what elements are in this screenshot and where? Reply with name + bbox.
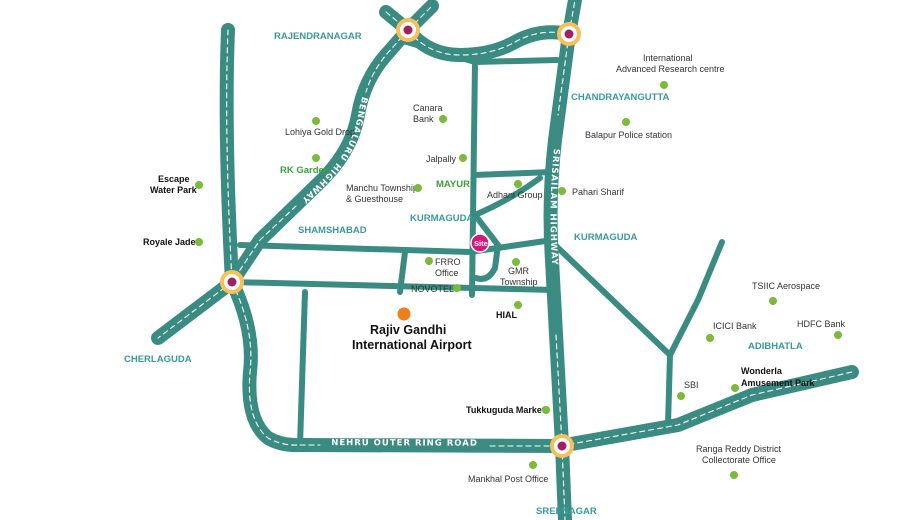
nehru-orr-label: NEHRU OUTER RING ROAD — [331, 438, 478, 449]
tsiic-road — [667, 239, 725, 358]
area-cherlaguda: CHERLAGUDA — [124, 354, 192, 365]
svg-text:Bank: Bank — [413, 114, 434, 124]
svg-text:HIAL: HIAL — [496, 310, 517, 320]
svg-text:Adhani Group: Adhani Group — [487, 190, 543, 200]
svg-text:Collectorate Office: Collectorate Office — [702, 455, 776, 465]
junction-orr-srisailam — [550, 434, 574, 458]
airport-west-road — [297, 289, 308, 448]
poi-sbi: SBI — [677, 380, 699, 400]
area-mayur: MAYUR — [436, 179, 470, 190]
svg-text:Lohiya Gold Drop: Lohiya Gold Drop — [285, 127, 355, 137]
airport-south-road — [229, 279, 558, 293]
site-marker: Site — [470, 233, 490, 253]
orr-west-curve — [225, 275, 307, 453]
svg-text:Canara: Canara — [413, 103, 443, 113]
poi-gmr-township: GMR Township — [500, 258, 538, 287]
poi-wonderla: Wonderla Amusement Park — [731, 366, 816, 392]
shamshabad-road — [237, 237, 555, 255]
poi-icici-bank: ICICI Bank — [706, 321, 757, 342]
poi-adhani-group: Adhani Group — [487, 180, 543, 200]
area-shamshabad: SHAMSHABAD — [298, 225, 367, 236]
svg-text:Escape: Escape — [158, 174, 190, 184]
airport-marker: Rajiv Gandhi International Airport — [352, 307, 473, 352]
area-rk-garden: RK Garden — [280, 165, 330, 176]
site-label: Site — [474, 239, 488, 248]
svg-text:Amusement Park: Amusement Park — [741, 378, 816, 388]
svg-text:HDFC Bank: HDFC Bank — [797, 319, 846, 329]
svg-text:TSIIC Aerospace: TSIIC Aerospace — [752, 281, 820, 291]
svg-text:Pahari Sharif: Pahari Sharif — [572, 187, 625, 197]
poi-royale-jade: Royale Jade — [143, 237, 203, 247]
poi-iarc: International Advanced Research centre — [616, 53, 725, 89]
svg-text:International: International — [643, 53, 693, 63]
poi-canara-bank: Canara Bank — [413, 103, 447, 124]
svg-text:Tukkuguda Market: Tukkuguda Market — [466, 405, 545, 415]
poi-tsiic-aerospace: TSIIC Aerospace — [752, 281, 820, 305]
svg-text:Balapur Police station: Balapur Police station — [585, 130, 672, 140]
poi-ranga-reddy-collectorate: Ranga Reddy District Collectorate Office — [696, 444, 782, 479]
airport-label-line1: Rajiv Gandhi — [370, 323, 446, 337]
frro-road — [397, 249, 408, 295]
svg-text:GMR: GMR — [508, 266, 529, 276]
svg-text:Jalpally: Jalpally — [426, 154, 457, 164]
junction-rajendranagar — [396, 18, 420, 42]
area-sreenagar: SREENAGAR — [536, 506, 597, 517]
kurmaguda-adibhatla-road — [552, 242, 673, 428]
area-kurmaguda-east: KURMAGUDA — [574, 232, 637, 243]
junction-markers — [220, 18, 581, 458]
svg-text:Township: Township — [500, 277, 538, 287]
major-roads — [151, 0, 859, 520]
area-rajendranagar: RAJENDRANAGAR — [274, 31, 362, 42]
svg-text:FRRO: FRRO — [435, 257, 461, 267]
poi-mankhal-post-office: Mankhal Post Office — [468, 461, 548, 484]
poi-rk-garden-dot — [312, 154, 320, 162]
poi-jalpally: Jalpally — [426, 154, 467, 164]
poi-novotel: NOVOTEL — [411, 284, 461, 294]
svg-text:Ranga Reddy District: Ranga Reddy District — [696, 444, 782, 454]
airport-dot — [397, 307, 411, 321]
svg-text:Water Park: Water Park — [150, 185, 198, 195]
poi-hial: HIAL — [496, 301, 522, 320]
svg-text:NOVOTEL: NOVOTEL — [411, 284, 454, 294]
site-diagonal-road — [472, 175, 543, 218]
svg-text:Manchu Township: Manchu Township — [346, 183, 418, 193]
poi-hdfc-bank: HDFC Bank — [797, 319, 846, 339]
adhani-link-road — [472, 169, 555, 178]
poi-frro-office: FRRO Office — [425, 257, 461, 278]
rajendranagar-ring-road — [401, 23, 576, 62]
poi-manchu-township: Manchu Township & Guesthouse — [346, 183, 422, 204]
orr-east-road — [553, 365, 859, 453]
site-loop-road — [472, 212, 501, 282]
svg-text:SBI: SBI — [684, 380, 699, 390]
jalpally-road — [469, 59, 478, 298]
points-of-interest: International Advanced Research centre C… — [143, 53, 846, 484]
site-dot — [470, 233, 490, 253]
area-kurmaguda-west: KURMAGUDA — [410, 213, 473, 224]
poi-balapur-police: Balapur Police station — [585, 118, 672, 140]
poi-escape-water-park: Escape Water Park — [150, 174, 203, 195]
svg-text:Wonderla: Wonderla — [741, 366, 783, 376]
svg-text:ICICI Bank: ICICI Bank — [713, 321, 757, 331]
area-chandrayangutta: CHANDRAYANGUTTA — [571, 92, 669, 103]
junction-chandrayangutta — [557, 22, 581, 46]
poi-tukkuguda-market: Tukkuguda Market — [466, 405, 550, 415]
svg-text:Royale Jade: Royale Jade — [143, 237, 196, 247]
svg-text:& Guesthouse: & Guesthouse — [346, 194, 403, 204]
poi-lohiya-gold-drop: Lohiya Gold Drop — [285, 117, 355, 137]
srisailam-highway-label: SRISAILAM HIGHWAY — [548, 148, 561, 266]
area-adibhatla: ADIBHATLA — [748, 341, 803, 352]
poi-pahari-sharif: Pahari Sharif — [558, 187, 625, 197]
svg-text:Office: Office — [435, 268, 458, 278]
area-labels: RAJENDRANAGAR CHANDRAYANGUTTA RK Garden … — [124, 31, 803, 517]
junction-shamshabad — [220, 270, 244, 294]
airport-label-line2: International Airport — [352, 338, 473, 352]
svg-text:Mankhal Post Office: Mankhal Post Office — [468, 474, 548, 484]
svg-text:Advanced Research centre: Advanced Research centre — [616, 64, 725, 74]
